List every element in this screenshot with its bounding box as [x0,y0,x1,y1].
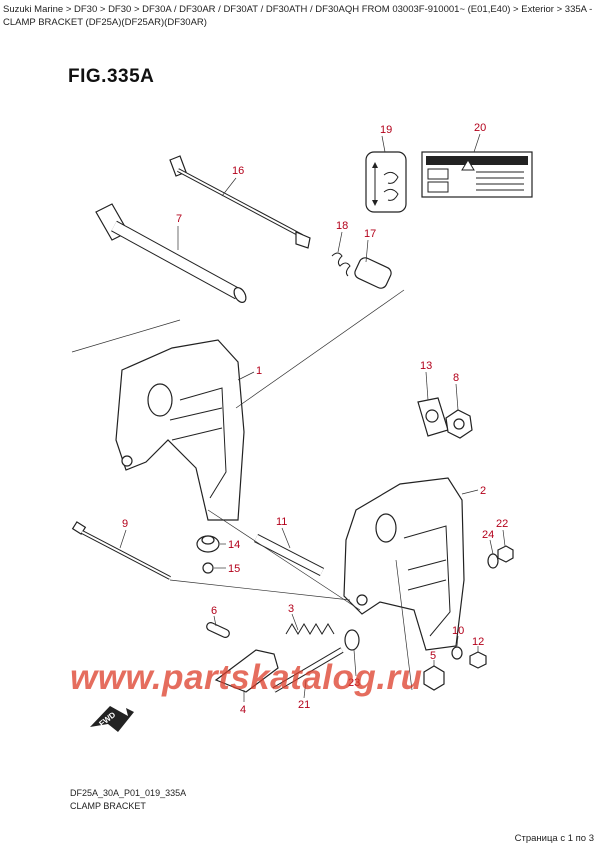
callout-19[interactable]: 19 [380,124,392,136]
part-24-washer[interactable] [487,553,499,569]
callout-20[interactable]: 20 [474,122,486,134]
part-15-screw[interactable] [202,562,214,574]
part-20-label[interactable] [421,151,533,198]
callout-18[interactable]: 18 [336,220,348,232]
callout-10[interactable]: 10 [452,625,464,637]
callout-1[interactable]: 1 [256,365,262,377]
assembly-line [71,319,181,353]
figure-title: FIG.335A [68,66,155,87]
part-13-plate[interactable] [417,397,449,437]
callout-14[interactable]: 14 [228,539,240,551]
part-2-clamp-bracket-right[interactable] [343,477,465,651]
callout-22[interactable]: 22 [496,518,508,530]
part-14-bushing[interactable] [196,535,220,553]
breadcrumb: Suzuki Marine > DF30 > DF30 > DF30A / DF… [3,4,593,28]
part-23-washer[interactable] [344,629,360,651]
part-11-shaft[interactable] [253,533,325,577]
footer-code: DF25A_30A_P01_019_335A [70,788,187,798]
page-indicator: Страница с 1 по 3 [514,833,594,844]
part-22-nut[interactable] [497,545,514,563]
part-19-sticker[interactable] [365,151,407,213]
assembly-line [235,289,405,409]
callout-2[interactable]: 2 [480,485,486,497]
fwd-arrow-icon: FWD [90,706,134,732]
callout-9[interactable]: 9 [122,518,128,530]
callout-leaders [119,133,506,702]
callout-8[interactable]: 8 [453,372,459,384]
part-5-nut[interactable] [423,665,445,691]
part-16-tilt-rod[interactable] [169,155,311,249]
part-6-pin[interactable] [205,621,230,638]
callout-17[interactable]: 17 [364,228,376,240]
part-17-bushing[interactable] [353,256,393,290]
callout-21[interactable]: 21 [298,699,310,711]
part-10-washer[interactable] [451,646,463,660]
callout-6[interactable]: 6 [211,605,217,617]
part-4-lever[interactable] [214,649,279,693]
assembly-line [169,579,351,601]
callout-3[interactable]: 3 [288,603,294,615]
part-21-rod[interactable] [272,647,344,693]
callout-24[interactable]: 24 [482,529,494,541]
part-12-nut[interactable] [469,651,487,669]
callout-23[interactable]: 23 [348,677,360,689]
callout-4[interactable]: 4 [240,704,246,716]
part-8-nut[interactable] [445,409,473,439]
callout-15[interactable]: 15 [228,563,240,575]
assembly-line [395,559,413,691]
watermark: www.partskatalog.ru [70,658,423,697]
part-18-spring[interactable] [331,252,351,277]
part-9-bolt[interactable] [71,521,171,580]
part-7-pivot-bolt[interactable] [95,203,248,304]
callout-11[interactable]: 11 [276,516,287,528]
assembly-line [207,509,361,611]
callout-16[interactable]: 16 [232,165,244,177]
callout-12[interactable]: 12 [472,636,484,648]
callout-5[interactable]: 5 [430,650,436,662]
callout-7[interactable]: 7 [176,213,182,225]
part-3-spring[interactable] [285,623,335,635]
part-1-clamp-bracket-left[interactable] [115,339,245,521]
callout-13[interactable]: 13 [420,360,432,372]
footer-name: CLAMP BRACKET [70,801,146,811]
